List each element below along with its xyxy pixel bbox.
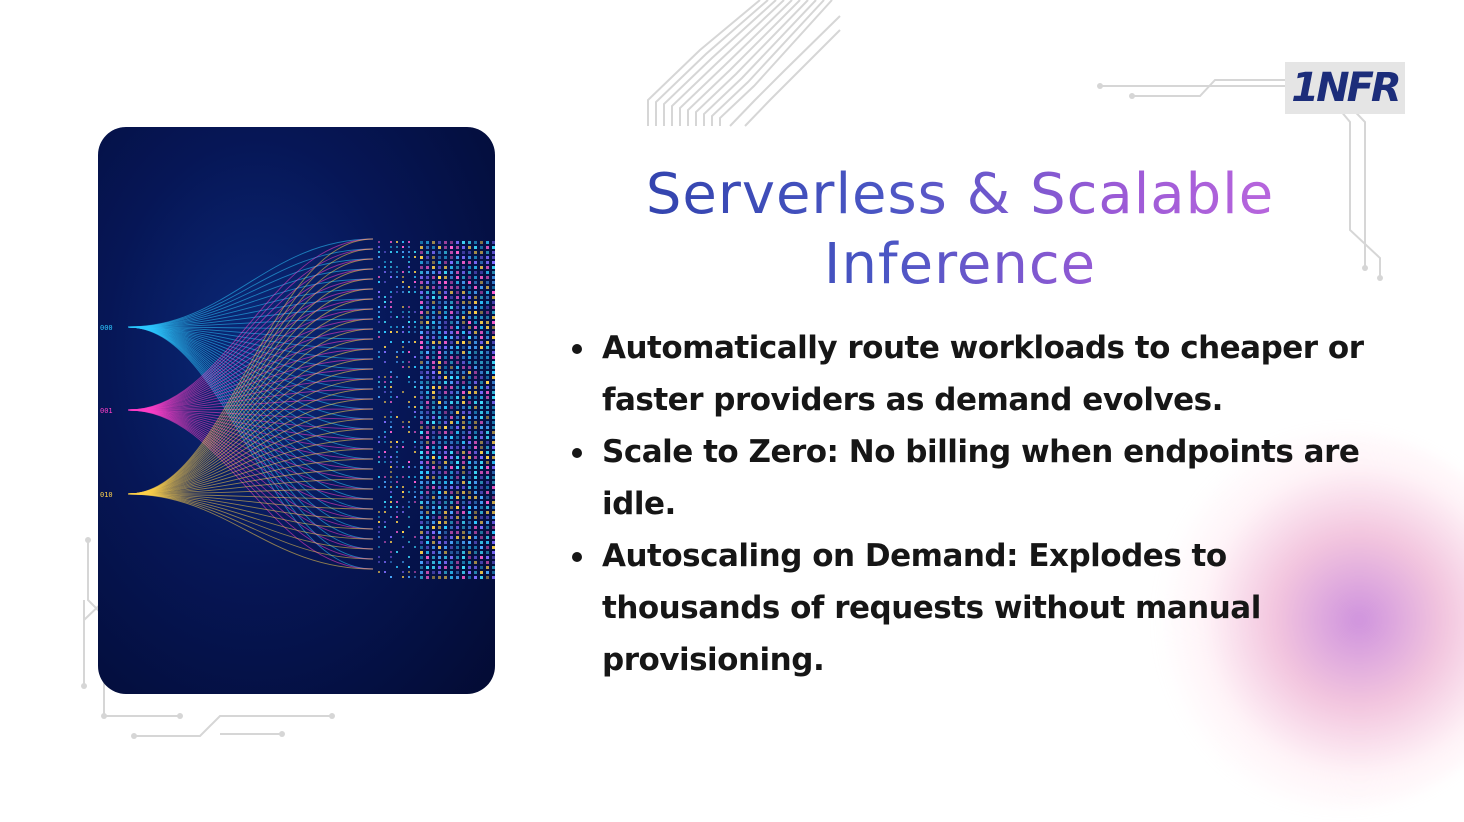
bullet-text: Scale to Zero: No billing when endpoints… bbox=[602, 434, 1360, 522]
bullet-list: Automatically route workloads to cheaper… bbox=[572, 322, 1392, 686]
bullet-item: Automatically route workloads to cheaper… bbox=[572, 322, 1392, 426]
streams-graphic: 000 001 010 bbox=[100, 238, 495, 579]
bullet-item: Scale to Zero: No billing when endpoints… bbox=[572, 426, 1392, 530]
bullet-text: Autoscaling on Demand: Explodes to thous… bbox=[602, 538, 1261, 678]
slide-title: Serverless & Scalable Inference bbox=[580, 160, 1340, 300]
title-line1-part2: Scalable bbox=[1030, 162, 1275, 227]
data-streams-image: 000 001 010 bbox=[98, 127, 495, 694]
stream-label: 010 bbox=[100, 491, 113, 499]
title-line1-part1: Serverless & bbox=[645, 162, 1031, 227]
stream-bundle bbox=[127, 238, 374, 570]
stream-bundle bbox=[127, 238, 374, 570]
bullet-item: Autoscaling on Demand: Explodes to thous… bbox=[572, 530, 1392, 686]
bullet-dot-icon bbox=[572, 448, 582, 458]
title-line2: Inference bbox=[823, 232, 1097, 297]
stream-label: 001 bbox=[100, 407, 113, 415]
stream-bundle bbox=[127, 238, 374, 570]
bullet-dot-icon bbox=[572, 552, 582, 562]
binary-grid bbox=[378, 241, 495, 579]
logo-text: 1NFR bbox=[1291, 65, 1401, 111]
bullet-text: Automatically route workloads to cheaper… bbox=[602, 330, 1364, 418]
stream-label: 000 bbox=[100, 324, 113, 332]
brand-logo: 1NFR bbox=[1285, 62, 1405, 114]
gradient-glow bbox=[1150, 430, 1464, 810]
bullet-dot-icon bbox=[572, 344, 582, 354]
